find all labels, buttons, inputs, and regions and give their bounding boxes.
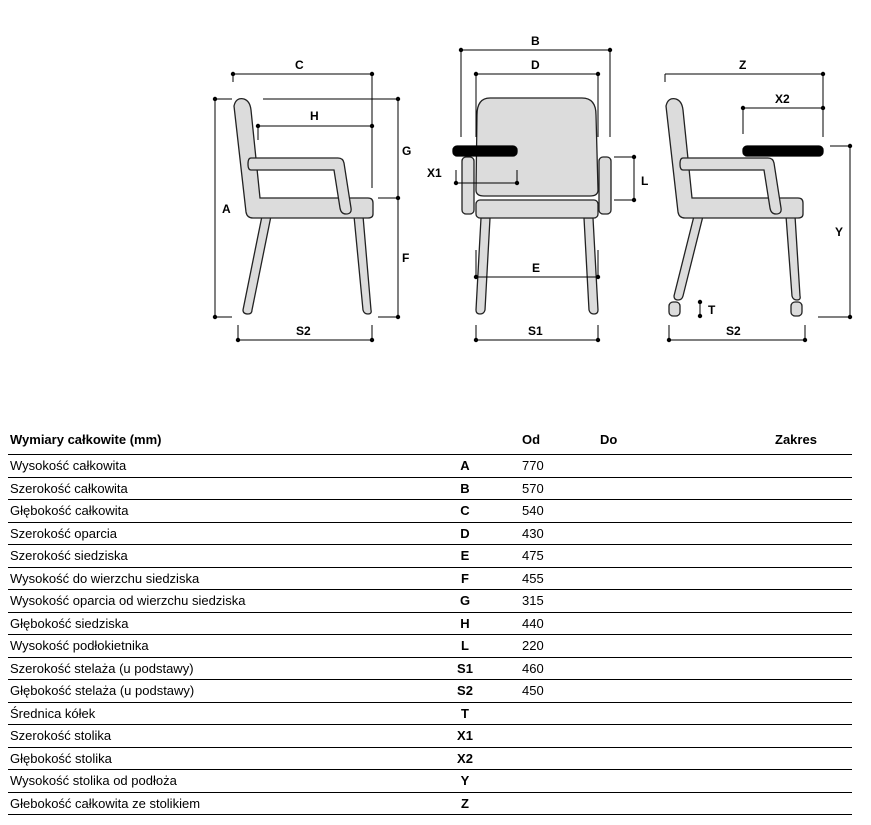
dimension-name: Szerokość stolika [10,728,112,743]
table-row: Wysokość całkowita A 770 [8,455,852,478]
dimension-name: Szerokość całkowita [10,480,128,496]
label-c: C [295,58,304,72]
dimension-name: Szerokość siedziska [10,548,128,563]
dimension-name: Głębokość całkowita [10,503,129,518]
label-s1: S1 [528,324,543,338]
dimension-code: Y [460,773,470,788]
dimension-code: E [460,548,470,563]
dimension-dots [212,47,853,343]
table-row: Wysokość stolika od podłoża Y [8,770,852,793]
value-od: 570 [522,480,544,496]
dimension-name: Głębokość stolika [10,750,112,766]
value-od: 315 [522,593,544,608]
table-row: Głebokość całkowita ze stolikiem Z [8,793,852,815]
dimension-code: L [461,638,469,653]
table-row: Szerokość stelaża (u podstawy) S1 460 [8,658,852,680]
dimension-code: C [460,503,470,518]
dimension-lines [214,49,851,341]
dimension-name: Wysokość całkowita [10,458,127,473]
dimension-name: Głębokość stelaża (u podstawy) [10,683,195,698]
table-row: Szerokość całkowita B 570 [8,478,852,500]
value-od: 475 [522,548,544,563]
dimension-code: F [461,570,469,586]
column-od: Od [522,432,541,447]
dimension-name: Wysokość stolika od podłoża [10,773,177,788]
table-row: Wysokość podłokietnika L 220 [8,635,852,658]
table-row: Głębokość stolika X2 [8,748,852,770]
label-l: L [641,174,648,188]
label-b: B [531,34,540,48]
value-od: 450 [522,683,544,698]
table-row: Szerokość stolika X1 [8,725,852,748]
dimension-code: B [460,480,470,496]
table-row: Głębokość stelaża (u podstawy) S2 450 [8,680,852,703]
column-do: Do [600,432,618,447]
dimension-code: G [459,593,471,608]
label-x2: X2 [775,92,790,106]
chair-dimension-diagram: C H A G F S2 B D X1 L E S1 Z X2 Y T S2 [212,34,853,343]
dimension-code: T [461,705,469,721]
label-a: A [222,202,231,216]
chair-side-view-with-tray [665,98,824,317]
table-row: Głębokość siedziska H 440 [8,613,852,635]
chair-side-view [233,98,374,315]
table-row: Szerokość oparcia D 430 [8,523,852,545]
label-z: Z [739,58,746,72]
wheel-icon [668,301,681,317]
dimension-code: Z [461,795,469,811]
dimension-name: Głebokość całkowita ze stolikiem [10,795,201,811]
label-f: F [402,251,409,265]
value-od: 440 [522,615,544,631]
table-row: Szerokość siedziska E 475 [8,545,852,568]
tray-icon [742,145,824,157]
table-row: Wysokość do wierzchu siedziska F 455 [8,568,852,590]
dimension-code: X1 [457,728,473,743]
dimension-name: Szerokość stelaża (u podstawy) [10,660,194,676]
tray-icon [452,145,518,157]
value-od: 455 [522,570,544,586]
dimension-code: X2 [457,750,473,766]
dimension-name: Wysokość do wierzchu siedziska [10,570,200,586]
label-e: E [532,261,540,275]
dimension-code: H [460,615,470,631]
label-t: T [708,303,716,317]
wheel-icon [790,301,803,317]
dimension-code: A [460,458,470,473]
label-s2: S2 [296,324,311,338]
dimension-labels: C H A G F S2 B D X1 L E S1 Z X2 Y T S2 [222,34,843,338]
label-g: G [402,144,411,158]
table-row: Głębokość całkowita C 540 [8,500,852,523]
chair-front-view [452,97,612,315]
value-od: 540 [522,503,544,518]
dimension-code: S1 [457,660,473,676]
dimension-code: D [460,525,470,541]
value-od: 430 [522,525,544,541]
dimension-name: Szerokość oparcia [10,525,117,541]
value-od: 460 [522,660,544,676]
dimensions-table: Wymiary całkowite (mm) Od Do Zakres Wyso… [8,427,852,815]
dimension-name: Wysokość podłokietnika [10,638,149,653]
dimension-name: Średnica kółek [10,705,96,721]
dimension-code: S2 [457,683,473,698]
label-x1: X1 [427,166,442,180]
label-y: Y [835,225,843,239]
value-od: 220 [522,638,544,653]
table-row: Wysokość oparcia od wierzchu siedziska G 3… [8,590,852,613]
table-header: Wymiary całkowite (mm) Od Do Zakres [8,427,852,455]
dimension-name: Wysokość oparcia od wierzchu siedziska [10,593,246,608]
label-d: D [531,58,540,72]
dimension-name: Głębokość siedziska [10,615,129,631]
table-row: Średnica kółek T [8,703,852,725]
label-s2-right: S2 [726,324,741,338]
value-od: 770 [522,458,544,473]
column-zakres: Zakres [775,432,817,447]
table-title: Wymiary całkowite (mm) [10,432,162,447]
label-h: H [310,109,319,123]
